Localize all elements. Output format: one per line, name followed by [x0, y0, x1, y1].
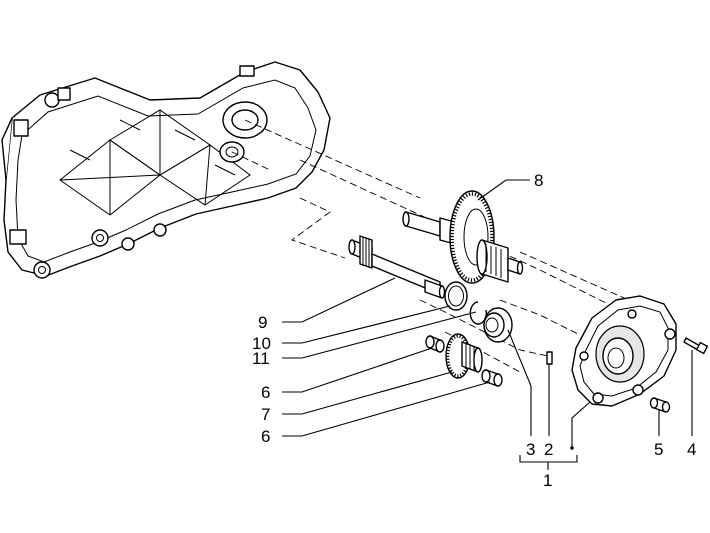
callout-4: 4 [687, 440, 696, 459]
callout-1: 1 [543, 471, 552, 490]
leader-dot [570, 446, 574, 450]
main-shaft-gear-8 [402, 190, 524, 284]
intermediate-gear-7 [445, 333, 483, 379]
screw-4 [683, 337, 709, 355]
callout-6-upper: 6 [261, 383, 270, 402]
bearing-3 [483, 307, 513, 343]
callout-3: 3 [526, 440, 535, 459]
callout-2: 2 [544, 440, 553, 459]
callout-7: 7 [261, 405, 270, 424]
callout-8: 8 [534, 171, 543, 190]
dowel-pin-2 [546, 351, 553, 365]
leader-lines [282, 179, 693, 470]
callout-5: 5 [654, 440, 663, 459]
callout-11: 11 [252, 349, 270, 368]
crankcase-housing [1, 61, 331, 279]
callout-10: 10 [252, 334, 271, 353]
callout-labels: 8 9 10 11 6 7 6 3 2 1 5 4 [252, 171, 696, 490]
bushing-5 [649, 397, 671, 413]
callout-9: 9 [258, 313, 267, 332]
callout-6-lower: 6 [261, 427, 270, 446]
drive-shaft-9 [348, 235, 446, 299]
circlip-10 [444, 281, 468, 311]
bushing-6-upper [425, 335, 445, 353]
gear-cover [571, 295, 677, 407]
